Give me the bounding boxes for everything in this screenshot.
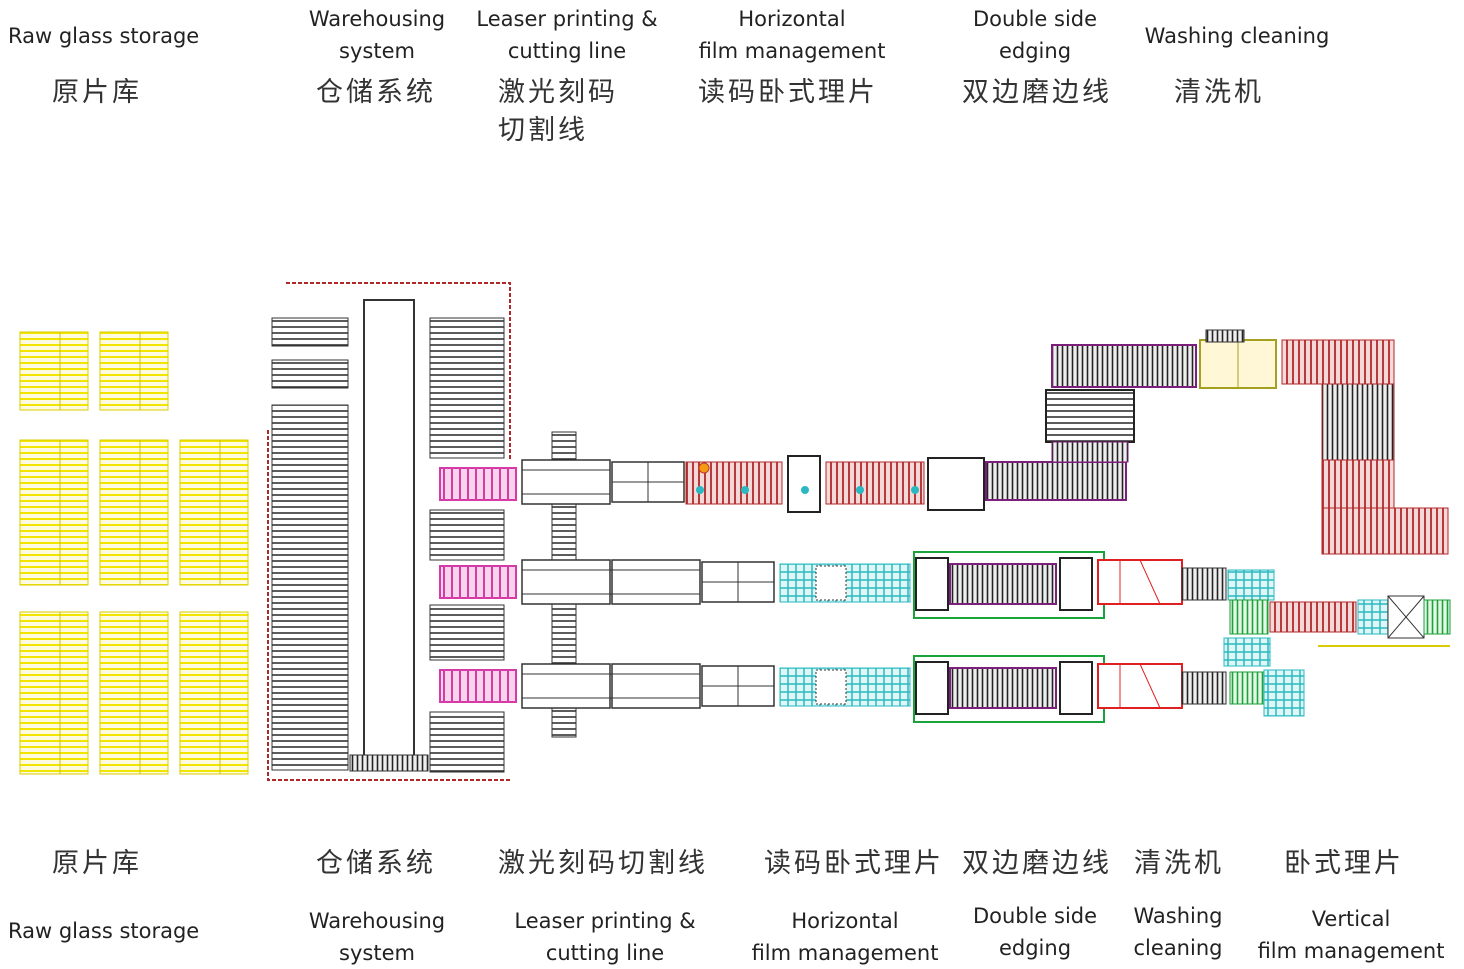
double-side-edging-lines (913, 551, 1105, 723)
top-zh-washing: 清洗机 (1174, 77, 1264, 108)
top-zh-raw-glass: 原片库 (52, 77, 142, 108)
bottom-zh-raw-glass: 原片库 (52, 848, 142, 879)
washing-machines (1097, 559, 1227, 709)
top-en-washing: Washing cleaning (1144, 24, 1330, 48)
top-edging-washing-block (1045, 329, 1449, 555)
bottom-en-raw-glass: Raw glass storage (8, 919, 200, 943)
bottom-en-horizontal-film: Horizontal film management (751, 909, 939, 965)
top-en-laser-cutting: Leaser printing & cutting line (476, 7, 658, 63)
bottom-zh-edging: 双边磨边线 (962, 848, 1112, 879)
vertical-film-management (1223, 569, 1451, 717)
top-en-horizontal-film: Horizontal film management (698, 7, 886, 63)
laser-cutting-lines (521, 431, 775, 738)
bottom-en-laser-cutting: Leaser printing & cutting line (514, 909, 696, 965)
top-en-warehousing: Warehousing system (308, 7, 446, 63)
horizontal-film-line-top (685, 455, 1127, 513)
bottom-zh-horizontal-film: 读码卧式理片 (764, 848, 944, 879)
warehousing-system (267, 282, 511, 781)
loading-tables (439, 467, 517, 703)
bottom-en-warehousing: Warehousing system (308, 909, 446, 965)
raw-glass-storage-racks (19, 331, 249, 775)
top-zh-laser-cutting: 激光刻码 切割线 (498, 77, 618, 146)
bottom-zh-vertical-film: 卧式理片 (1284, 848, 1404, 879)
bottom-en-edging: Double side edging (972, 904, 1098, 960)
top-en-raw-glass: Raw glass storage (8, 24, 200, 48)
top-en-edging: Double side edging (972, 7, 1098, 63)
bottom-zh-warehousing: 仓储系统 (316, 848, 436, 879)
bottom-zh-laser-cutting: 激光刻码切割线 (498, 848, 708, 879)
top-zh-warehousing: 仓储系统 (316, 77, 436, 108)
top-zh-horizontal-film: 读码卧式理片 (698, 77, 878, 108)
top-zh-edging: 双边磨边线 (962, 77, 1112, 108)
transfer-tables (779, 563, 911, 707)
plant-layout-diagram (19, 282, 1451, 781)
bottom-en-vertical-film: Vertical film management (1257, 907, 1445, 963)
bottom-zh-washing: 清洗机 (1134, 848, 1224, 879)
bottom-en-washing: Washing cleaning (1133, 904, 1223, 960)
